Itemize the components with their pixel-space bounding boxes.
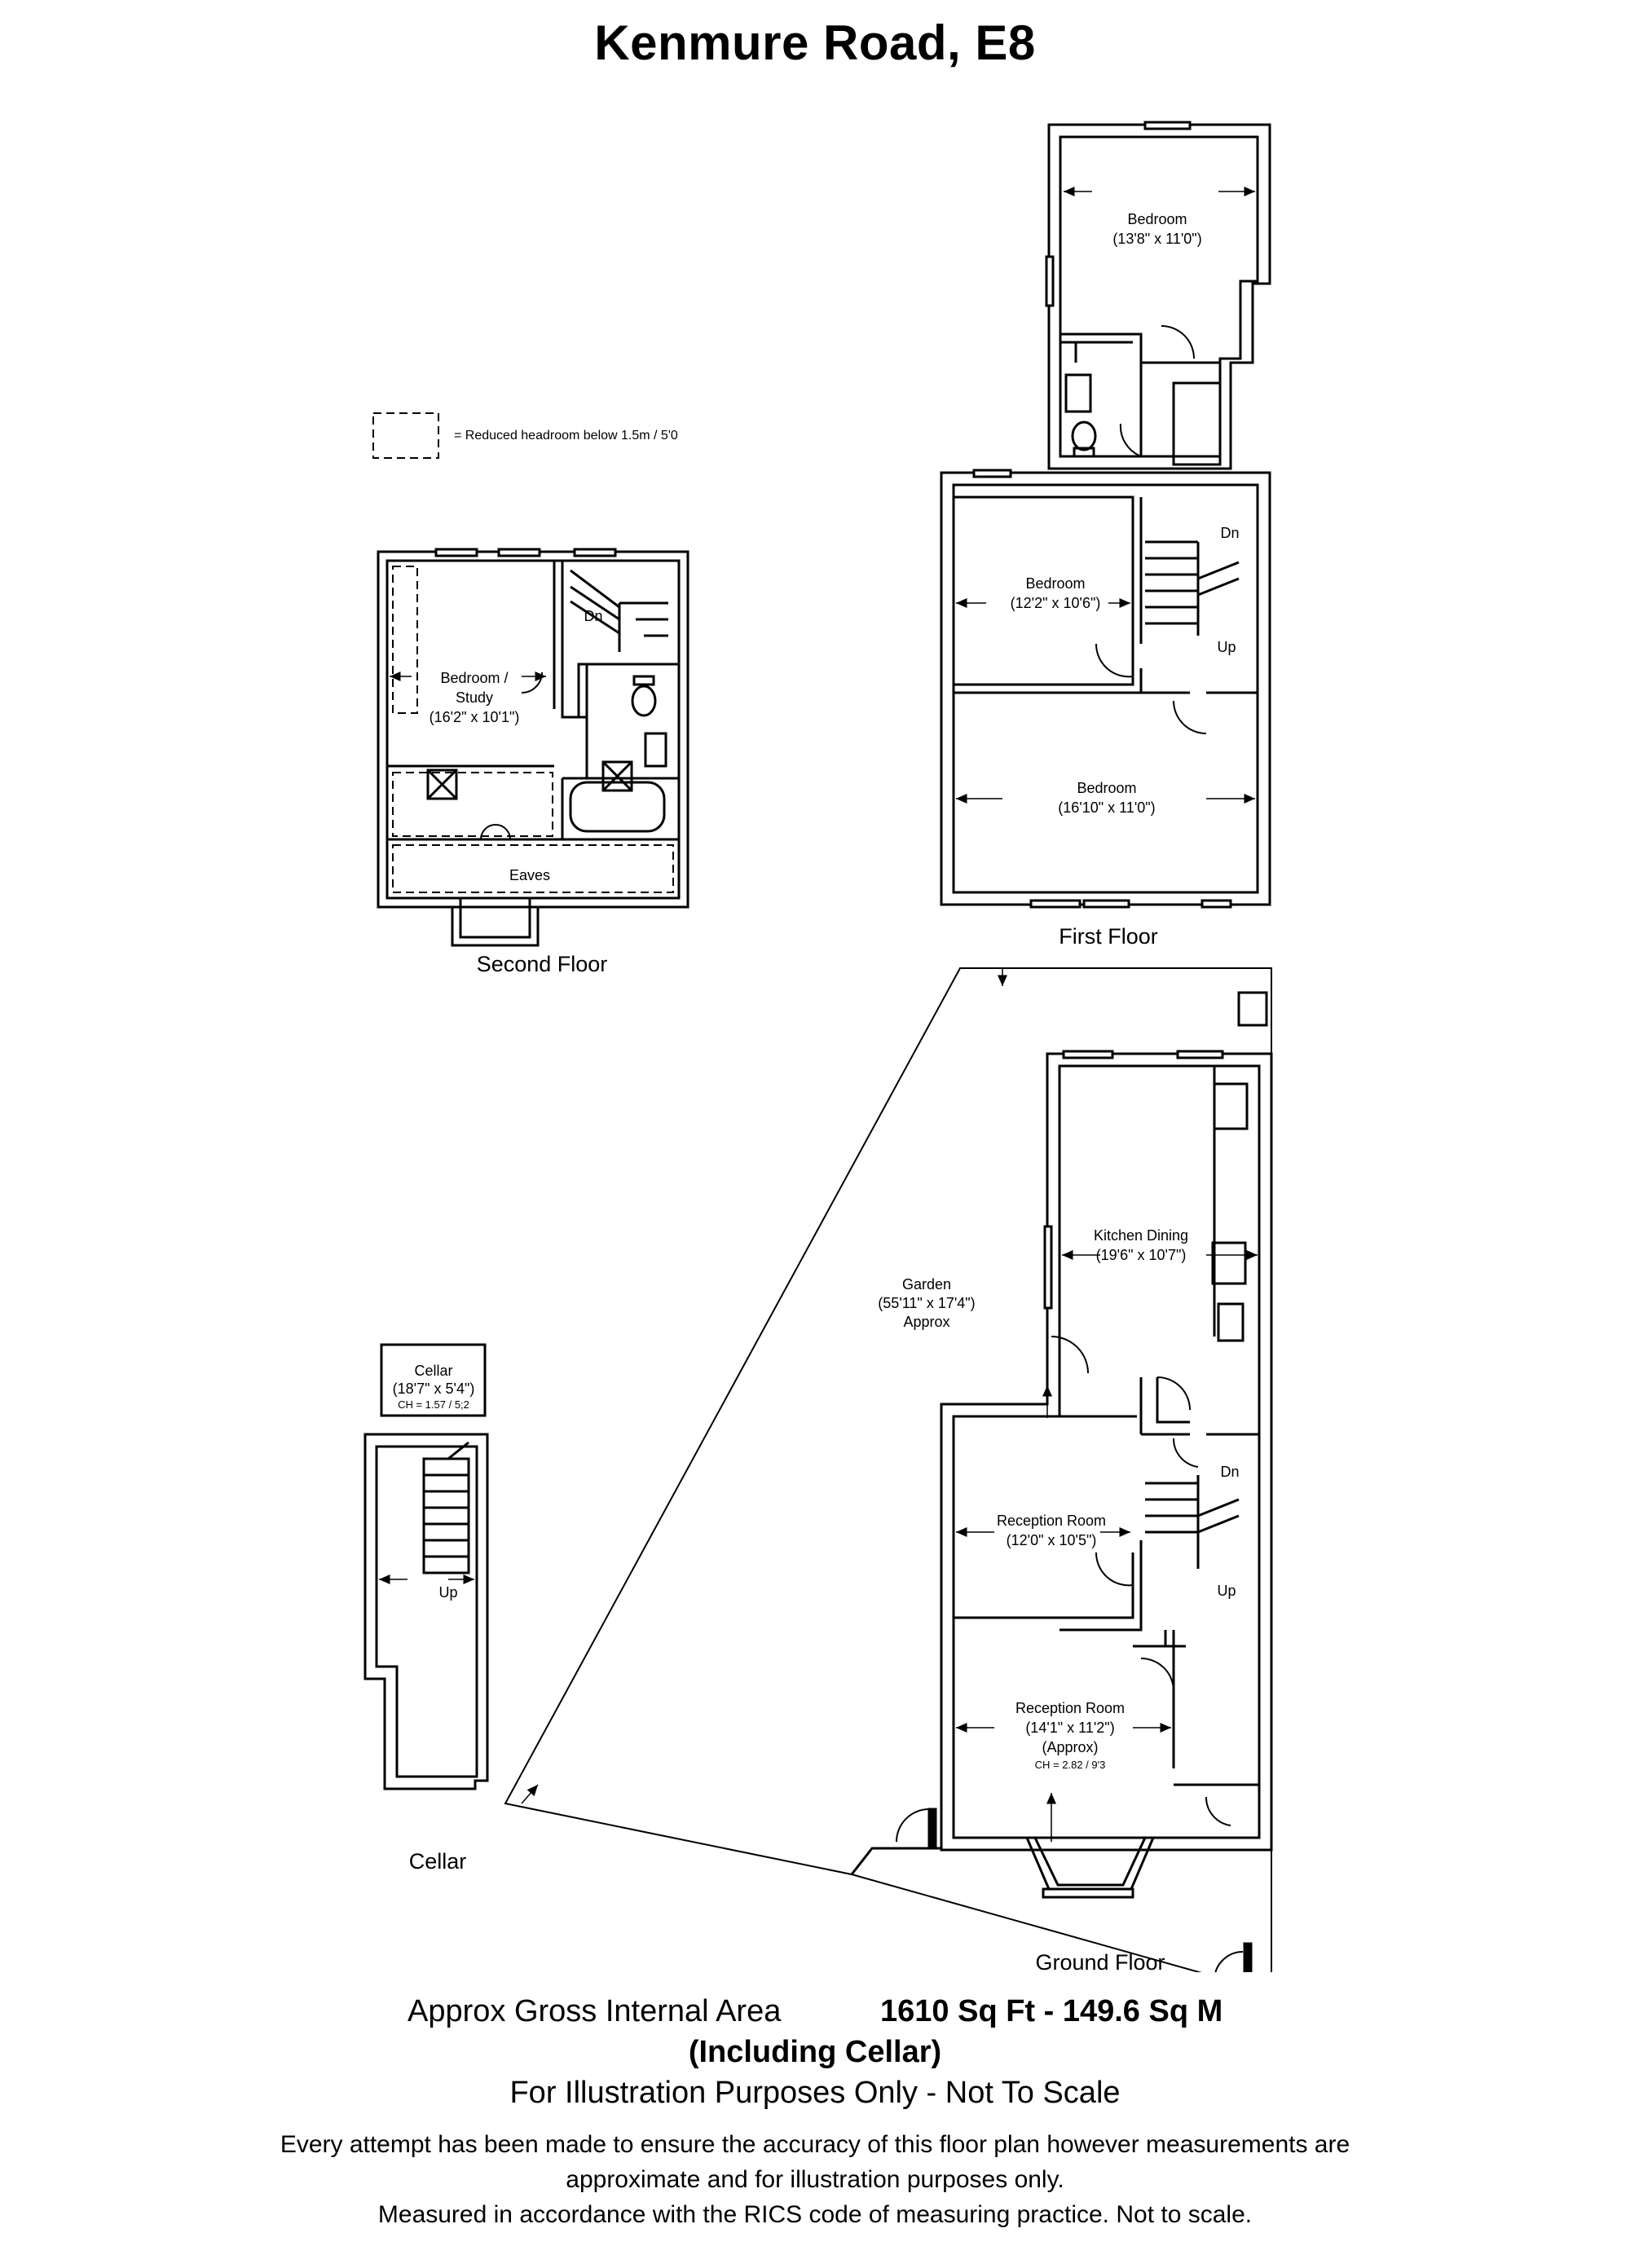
- room-garden-dims: (55'11" x 17'4"): [878, 1295, 975, 1311]
- room-bedroom-front-name: Bedroom: [1077, 780, 1136, 796]
- room-bedroom-study-l2: Study: [456, 689, 493, 706]
- stair-dn-second: Dn: [584, 608, 602, 624]
- room-reception-front-approx: (Approx): [1042, 1739, 1098, 1755]
- gross-area-value: 1610 Sq Ft - 149.6 Sq M: [880, 1994, 1223, 2028]
- room-bedroom-study-l1: Bedroom /: [440, 670, 508, 686]
- second-floor-plan: [377, 548, 689, 947]
- room-reception-rear-dims: (12'0" x 10'5"): [1007, 1532, 1097, 1548]
- room-bedroom-middle-name: Bedroom: [1025, 575, 1085, 592]
- room-reception-front-name: Reception Room: [1015, 1700, 1125, 1716]
- stair-up-ground: Up: [1217, 1583, 1236, 1599]
- room-cellar-name: Cellar: [414, 1363, 452, 1379]
- room-reception-rear-name: Reception Room: [997, 1513, 1106, 1529]
- room-bedroom-middle-dims: (12'2" x 10'6"): [1011, 595, 1101, 611]
- page-title: Kenmure Road, E8: [594, 15, 1036, 70]
- stair-up-first: Up: [1217, 639, 1236, 655]
- label-second-floor: Second Floor: [477, 952, 608, 976]
- label-ground-floor: Ground Floor: [1035, 1950, 1165, 1972]
- room-garden-approx: Approx: [903, 1314, 949, 1330]
- room-garden-name: Garden: [902, 1276, 951, 1293]
- room-reception-front-dims: (14'1" x 11'2"): [1025, 1720, 1114, 1736]
- room-bedroom-study-dims: (16'2" x 10'1"): [430, 709, 520, 725]
- disclaimer-line-3: Measured in accordance with the RICS cod…: [377, 2201, 1253, 2228]
- floor-plan: = Reduced headroom below 1.5m / 5'0 Bedr…: [363, 121, 1273, 1972]
- including-cellar-note: (Including Cellar): [688, 2035, 942, 2069]
- disclaimer-line-2: approximate and for illustration purpose…: [566, 2166, 1064, 2193]
- gross-area-label: Approx Gross Internal Area: [408, 1994, 782, 2028]
- room-cellar-ch: CH = 1.57 / 5;2: [398, 1398, 469, 1411]
- room-reception-front-ch: CH = 2.82 / 9'3: [1035, 1759, 1106, 1771]
- room-bedroom-rear-name: Bedroom: [1127, 211, 1187, 227]
- room-kitchen-dims: (19'6" x 10'7"): [1096, 1247, 1187, 1263]
- room-bedroom-rear-dims: (13'8" x 11'0"): [1112, 231, 1201, 247]
- ground-floor-plan: [504, 967, 1273, 1972]
- label-cellar: Cellar: [409, 1849, 467, 1874]
- disclaimer-line-1: Every attempt has been made to ensure th…: [280, 2131, 1350, 2158]
- room-cellar-dims: (18'7" x 5'4"): [393, 1381, 475, 1397]
- room-bedroom-front-dims: (16'10" x 11'0"): [1058, 799, 1155, 816]
- room-eaves: Eaves: [509, 867, 550, 883]
- stair-up-cellar: Up: [438, 1584, 457, 1601]
- stair-dn-ground: Dn: [1220, 1464, 1239, 1480]
- legend-text: = Reduced headroom below 1.5m / 5'0: [454, 429, 678, 443]
- label-first-floor: First Floor: [1059, 924, 1158, 949]
- gross-area-line: Approx Gross Internal Area 1610 Sq Ft - 1…: [408, 1994, 1304, 2029]
- illustration-note: For Illustration Purposes Only - Not To …: [509, 2076, 1121, 2110]
- first-floor-plan: [940, 121, 1271, 909]
- legend-swatch: [372, 412, 439, 459]
- room-kitchen-name: Kitchen Dining: [1094, 1227, 1188, 1244]
- cellar-plan: [363, 1343, 489, 1790]
- stair-dn-first: Dn: [1220, 525, 1239, 541]
